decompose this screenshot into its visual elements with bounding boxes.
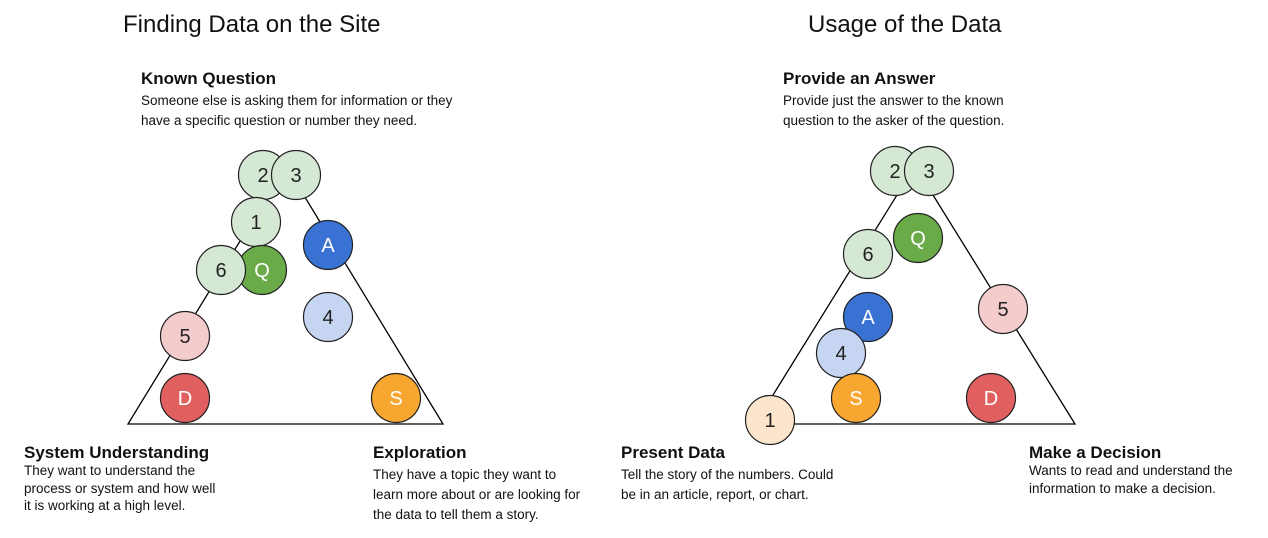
left-bottom-right-line-1: They have a topic they want to bbox=[373, 467, 557, 482]
right-node-3-circle bbox=[903, 145, 955, 197]
right-bottom-left-description: Tell the story of the numbers. Could be … bbox=[621, 465, 833, 505]
left-node-4: 4 bbox=[302, 291, 354, 343]
right-node-4-label: 4 bbox=[835, 343, 846, 365]
left-top-heading: Known Question bbox=[141, 69, 277, 88]
right-bottom-left-line-1: Tell the story of the numbers. Could bbox=[621, 467, 834, 482]
left-node-1-label: 1 bbox=[250, 212, 261, 234]
left-node-5: 5 bbox=[159, 310, 211, 362]
right-bottom-right-description: Wants to read and understand the informa… bbox=[1029, 462, 1233, 498]
left-node-2-label: 2 bbox=[257, 165, 268, 187]
left-node-4-label: 4 bbox=[322, 307, 333, 329]
right-triangle bbox=[753, 164, 1077, 425]
right-node-6: 6 bbox=[842, 228, 894, 280]
left-node-S-label: S bbox=[389, 388, 402, 410]
right-node-1-label: 1 bbox=[764, 410, 775, 432]
left-node-Q-label: Q bbox=[254, 260, 270, 282]
right-top-heading: Provide an Answer bbox=[783, 69, 936, 88]
left-bottom-right-heading: Exploration bbox=[373, 443, 467, 462]
right-bottom-left-heading: Present Data bbox=[621, 443, 725, 462]
right-top-line-1: Provide just the answer to the known bbox=[783, 93, 1004, 108]
left-top-line-1: Someone else is asking them for informat… bbox=[141, 93, 453, 108]
right-bottom-right-line-1: Wants to read and understand the bbox=[1029, 463, 1233, 478]
left-node-S: S bbox=[370, 372, 422, 424]
left-node-5-circle bbox=[159, 310, 211, 362]
left-node-6: 6 bbox=[195, 244, 247, 296]
left-node-1: 1 bbox=[230, 196, 282, 248]
left-node-6-circle bbox=[195, 244, 247, 296]
right-node-5-circle bbox=[977, 283, 1029, 335]
left-node-S-circle bbox=[370, 372, 422, 424]
right-nodes: 2 3Q 6 5 A4S D 1 bbox=[744, 145, 1029, 446]
right-node-S-label: S bbox=[849, 388, 862, 410]
left-node-Q: Q bbox=[236, 244, 288, 296]
left-bottom-left-heading: System Understanding bbox=[24, 443, 210, 462]
left-node-5-label: 5 bbox=[179, 326, 190, 348]
right-node-S-circle bbox=[830, 372, 882, 424]
right-node-1: 1 bbox=[744, 394, 796, 446]
left-bottom-left-description: They want to understand the process or s… bbox=[24, 462, 215, 515]
right-node-6-label: 6 bbox=[862, 244, 873, 266]
right-node-D: D bbox=[965, 372, 1017, 424]
right-node-Q-circle bbox=[892, 212, 944, 264]
right-node-A-label: A bbox=[861, 307, 875, 329]
right-node-6-circle bbox=[842, 228, 894, 280]
right-node-D-circle bbox=[965, 372, 1017, 424]
left-top-line-2: have a specific question or number they … bbox=[141, 113, 418, 128]
left-node-A: A bbox=[302, 219, 354, 271]
left-node-6-label: 6 bbox=[215, 260, 226, 282]
right-node-4-circle bbox=[815, 327, 867, 379]
left-bottom-right-line-3: the data to tell them a story. bbox=[373, 507, 539, 522]
left-title: Finding Data on the Site bbox=[123, 11, 381, 38]
right-title: Usage of the Data bbox=[808, 11, 1002, 38]
right-bottom-right-line-2: information to make a decision. bbox=[1029, 481, 1216, 496]
right-node-5-label: 5 bbox=[997, 299, 1008, 321]
left-triangle bbox=[126, 164, 445, 425]
right-node-2-label: 2 bbox=[889, 161, 900, 183]
right-node-3: 3 bbox=[903, 145, 955, 197]
left-node-A-circle bbox=[302, 219, 354, 271]
right-node-1-circle bbox=[744, 394, 796, 446]
right-bottom-left-line-2: be in an article, report, or chart. bbox=[621, 487, 809, 502]
left-node-D: D bbox=[159, 372, 211, 424]
left-bottom-left-line-1: They want to understand the bbox=[24, 463, 196, 478]
right-node-Q: Q bbox=[892, 212, 944, 264]
left-bottom-left-line-2: process or system and how well bbox=[24, 480, 216, 496]
left-node-D-label: D bbox=[178, 388, 192, 410]
right-top-description: Provide just the answer to the known que… bbox=[783, 91, 1004, 131]
right-top-line-2: question to the asker of the question. bbox=[783, 113, 1005, 128]
left-node-D-circle bbox=[159, 372, 211, 424]
right-node-5: 5 bbox=[977, 283, 1029, 335]
left-node-3-circle bbox=[270, 149, 322, 201]
right-node-A: A bbox=[842, 291, 894, 343]
right-node-D-label: D bbox=[984, 388, 998, 410]
left-node-A-label: A bbox=[321, 235, 335, 257]
right-bottom-right-heading: Make a Decision bbox=[1029, 443, 1162, 462]
left-bottom-left-line-3: it is working at a high level. bbox=[24, 498, 186, 513]
left-bottom-right-description: They have a topic they want to learn mor… bbox=[373, 465, 580, 525]
right-node-A-circle bbox=[842, 291, 894, 343]
right-node-Q-label: Q bbox=[910, 228, 926, 250]
left-bottom-right-line-2: learn more about or are looking for bbox=[373, 487, 581, 502]
right-node-4: 4 bbox=[815, 327, 867, 379]
left-top-description: Someone else is asking them for informat… bbox=[141, 91, 452, 131]
left-node-4-circle bbox=[302, 291, 354, 343]
right-node-S: S bbox=[830, 372, 882, 424]
left-node-3-label: 3 bbox=[290, 165, 301, 187]
left-node-3: 3 bbox=[270, 149, 322, 201]
right-node-3-label: 3 bbox=[923, 161, 934, 183]
